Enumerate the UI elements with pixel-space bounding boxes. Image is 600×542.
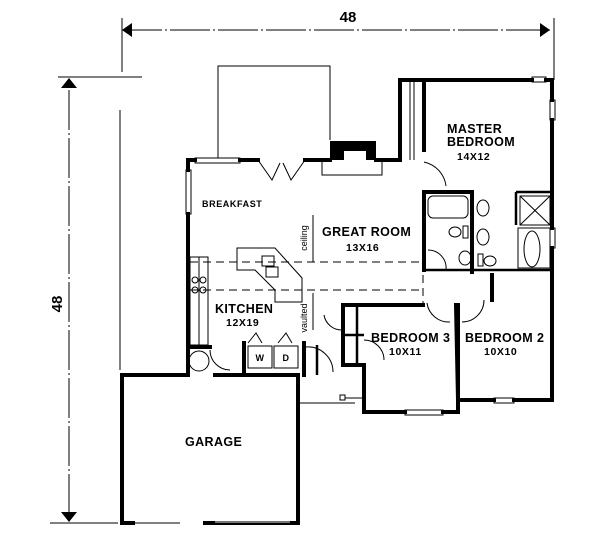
- sink: [265, 266, 279, 278]
- dryer-label: D: [282, 353, 289, 363]
- toilet: [448, 226, 462, 238]
- room-great-room: GREAT ROOM 13X16: [322, 225, 411, 254]
- bathtub: [427, 195, 469, 219]
- door-swings: [209, 161, 485, 373]
- fireplace: [330, 141, 376, 160]
- sink: [476, 199, 490, 217]
- arrow-up-icon: [61, 78, 77, 88]
- room-name: GREAT ROOM: [322, 225, 411, 239]
- width-dimension: 48: [121, 9, 555, 80]
- toilet: [483, 255, 497, 267]
- garage-door: [133, 521, 290, 524]
- room-size: 10X11: [389, 346, 422, 358]
- ceiling-lines: ceiling vaulted: [190, 215, 424, 333]
- room-size: 10X10: [484, 346, 517, 358]
- sink: [261, 255, 275, 267]
- room-master-bedroom: MASTER BEDROOM 14X12: [447, 122, 515, 163]
- french-doors: [257, 159, 306, 181]
- vaulted-note: vaulted: [299, 303, 309, 332]
- toilet: [458, 250, 472, 266]
- room-bedroom-3: BEDROOM 3 10X11: [371, 331, 450, 358]
- room-name: BEDROOM 3: [371, 331, 450, 345]
- room-kitchen: KITCHEN 12X19: [215, 302, 273, 329]
- interior-walls: [186, 78, 552, 403]
- room-size: 13X16: [346, 242, 379, 254]
- rear-patio: [217, 65, 331, 158]
- width-dimension-label: 48: [340, 9, 357, 26]
- dryer: [273, 345, 299, 369]
- depth-dimension-label: 48: [49, 296, 66, 313]
- room-size: 14X12: [457, 151, 490, 163]
- windows: [185, 76, 556, 416]
- hearth: [321, 162, 383, 176]
- room-garage: GARAGE: [185, 435, 242, 449]
- kitchen-island: [236, 247, 303, 303]
- arrow-right-icon: [540, 23, 550, 37]
- room-breakfast: BREAKFAST: [202, 199, 262, 209]
- room-name: BEDROOM: [447, 135, 515, 149]
- room-bedroom-2: BEDROOM 2 10X10: [465, 331, 544, 358]
- washer: [247, 345, 273, 369]
- stove-burner: [199, 276, 207, 284]
- sink: [476, 228, 490, 246]
- kitchen-counters: [188, 247, 303, 372]
- water-heater: [188, 350, 210, 372]
- room-size: 12X19: [226, 317, 259, 329]
- washer-label: W: [255, 353, 264, 363]
- stove-burner: [191, 276, 199, 284]
- room-name: KITCHEN: [215, 302, 273, 316]
- depth-dimension: 48: [49, 76, 142, 524]
- room-name: BEDROOM 2: [465, 331, 544, 345]
- garden-tub: [523, 230, 541, 268]
- master-bath-fixtures: [427, 195, 551, 269]
- arrow-left-icon: [122, 23, 132, 37]
- room-name: BREAKFAST: [202, 199, 262, 209]
- laundry: W D: [247, 345, 299, 369]
- front-porch: [298, 394, 364, 404]
- room-name: MASTER: [447, 122, 502, 136]
- shower: [519, 195, 551, 226]
- room-name: GARAGE: [185, 435, 242, 449]
- ceiling-note: ceiling: [299, 225, 309, 251]
- arrow-down-icon: [61, 512, 77, 522]
